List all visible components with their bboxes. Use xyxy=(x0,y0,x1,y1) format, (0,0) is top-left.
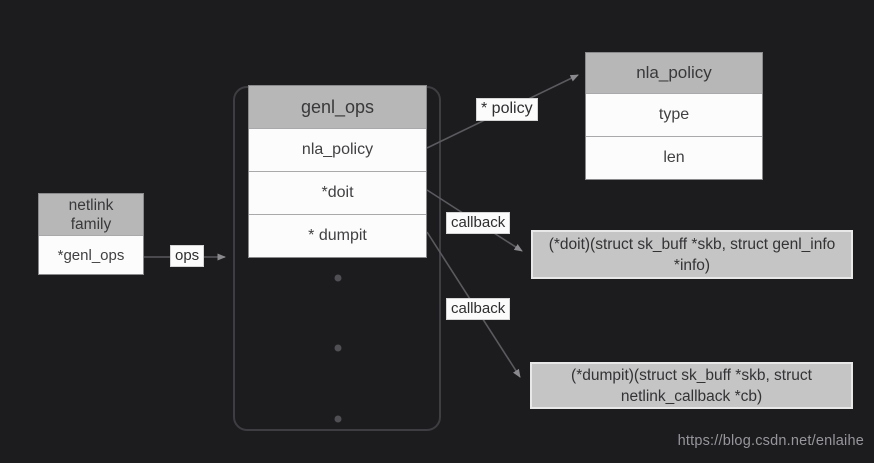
genl-ops-struct: genl_ops nla_policy *doit * dumpit xyxy=(248,85,427,258)
nla-policy-struct: nla_policy type len xyxy=(585,52,763,180)
ellipsis-dot xyxy=(334,415,342,423)
netlink-family-struct-title: netlink family xyxy=(39,194,143,235)
dumpit-signature-box: (*dumpit)(struct sk_buff *skb, struct ne… xyxy=(530,362,853,409)
ellipsis-dot xyxy=(334,344,342,352)
netlink-family-field-genl-ops: *genl_ops xyxy=(39,235,143,274)
ellipsis-dot xyxy=(334,274,342,282)
edge-label-callback-dumpit: callback xyxy=(446,298,511,320)
nla-policy-field-type: type xyxy=(586,93,762,136)
genl-ops-field-dumpit: * dumpit xyxy=(249,214,426,257)
netlink-family-title-line2: family xyxy=(70,215,112,233)
edge-label-ops: ops xyxy=(170,245,205,267)
watermark-url: https://blog.csdn.net/enlaihe xyxy=(677,433,864,449)
edge-label-callback-doit: callback xyxy=(446,212,511,234)
netlink-family-struct: netlink family *genl_ops xyxy=(38,193,144,275)
genl-ops-field-nla-policy: nla_policy xyxy=(249,128,426,171)
nla-policy-struct-title: nla_policy xyxy=(586,53,762,93)
doit-signature-box: (*doit)(struct sk_buff *skb, struct genl… xyxy=(531,230,853,279)
edge-label-policy: * policy xyxy=(476,98,538,121)
nla-policy-field-len: len xyxy=(586,136,762,179)
netlink-family-title-line1: netlink xyxy=(68,196,114,214)
genl-ops-struct-title: genl_ops xyxy=(249,86,426,128)
genl-ops-field-doit: *doit xyxy=(249,171,426,214)
